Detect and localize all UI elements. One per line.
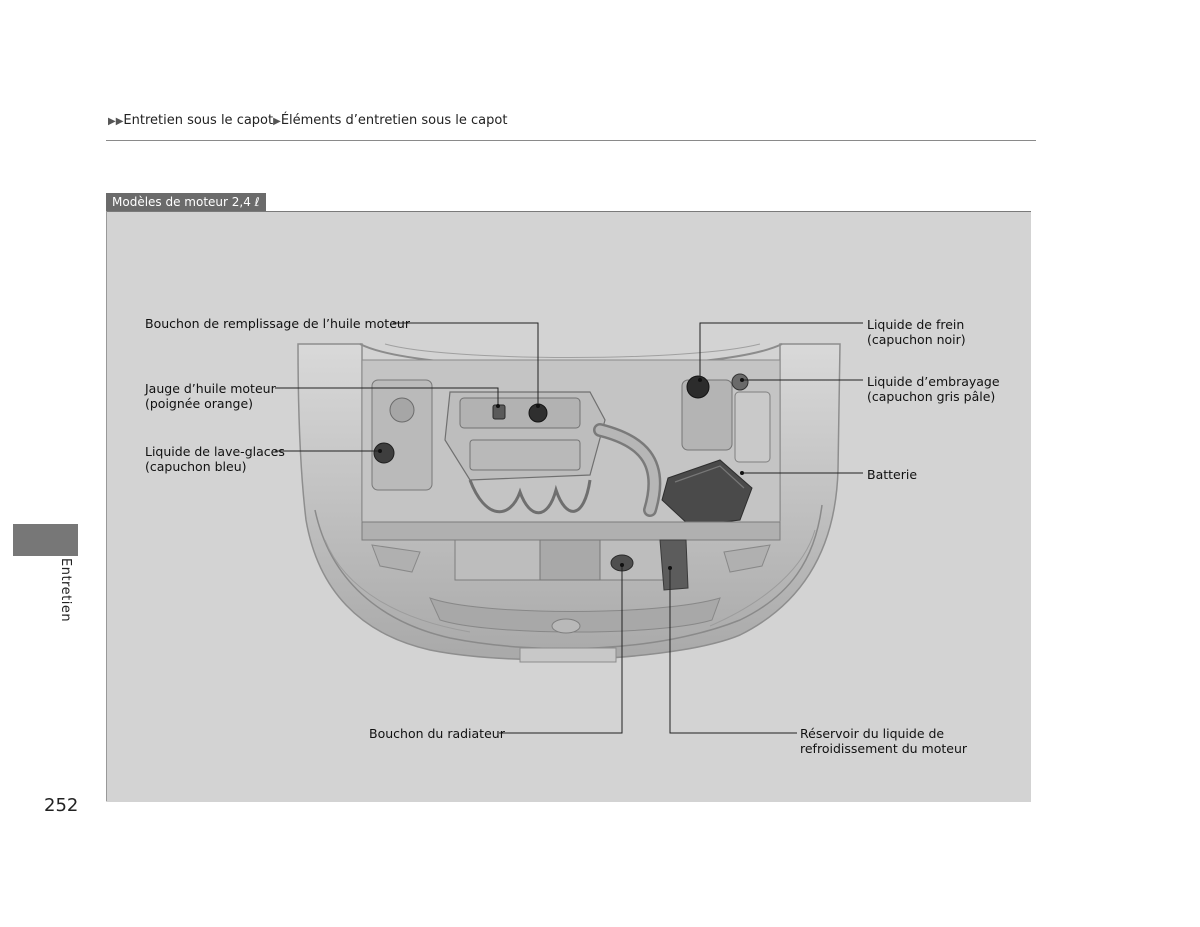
clutch-fluid-label: Liquide d’embrayage (capuchon gris pâle) bbox=[867, 374, 1000, 404]
battery-label: Batterie bbox=[867, 467, 918, 482]
breadcrumb-item-1: Entretien sous le capot bbox=[123, 113, 274, 128]
page-number: 252 bbox=[44, 795, 79, 816]
panel-divider bbox=[106, 211, 107, 801]
brake-fluid-label: Liquide de frein (capuchon noir) bbox=[867, 317, 966, 347]
section-tag: Modèles de moteur 2,4 ℓ bbox=[106, 193, 266, 211]
chapter-tab bbox=[13, 524, 78, 556]
car-body bbox=[297, 343, 841, 663]
leader-lines bbox=[275, 322, 863, 734]
header-divider bbox=[106, 140, 1036, 141]
arrow-icon: ▶▶ bbox=[108, 116, 124, 127]
oil-dipstick-label: Jauge d’huile moteur (poignée orange) bbox=[145, 381, 276, 411]
arrow-icon: ▶ bbox=[273, 116, 281, 127]
leader-dots bbox=[378, 378, 744, 570]
fluid-caps bbox=[373, 373, 749, 572]
breadcrumb: ▶▶Entretien sous le capot▶Éléments d’ent… bbox=[108, 113, 507, 128]
oil-filler-cap-label: Bouchon de remplissage de l’huile moteur bbox=[145, 316, 410, 331]
coolant-reservoir-label: Réservoir du liquide de refroidissement … bbox=[800, 726, 968, 756]
washer-fluid-label: Liquide de lave-glaces (capuchon bleu) bbox=[145, 444, 285, 474]
breadcrumb-item-2: Éléments d’entretien sous le capot bbox=[280, 113, 508, 128]
radiator-cap-label: Bouchon du radiateur bbox=[369, 726, 505, 741]
chapter-label: Entretien bbox=[58, 558, 73, 623]
